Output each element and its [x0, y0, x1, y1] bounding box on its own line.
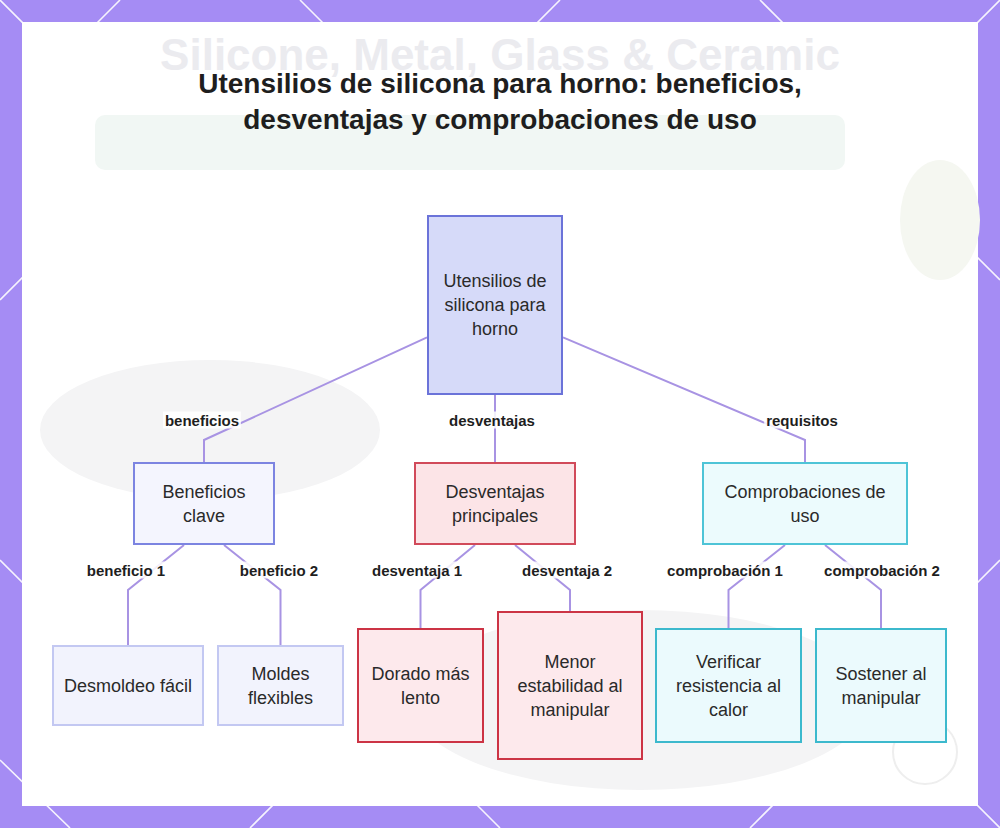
concept-box: Desmoldeo fácil	[52, 645, 204, 726]
connector-line	[128, 545, 184, 645]
concept-box: Dorado más lento	[357, 628, 484, 743]
box-text: Menor estabilidad al manipular	[509, 650, 631, 722]
concept-box: Comprobaciones de uso	[702, 462, 908, 545]
box-text: Dorado más lento	[360, 662, 482, 710]
box-text: Verificar resistencia al calor	[658, 650, 800, 722]
edge-label: requisitos	[764, 412, 840, 429]
connector-line	[224, 545, 281, 645]
edge-label: desventaja 1	[370, 562, 464, 579]
box-text: Desmoldeo fácil	[58, 674, 198, 698]
concept-box: Sostener al manipular	[815, 628, 947, 743]
connector-line	[825, 545, 881, 628]
concept-box: Menor estabilidad al manipular	[497, 611, 643, 760]
diagram-title: Utensilios de silicona para horno: benef…	[150, 66, 850, 138]
concept-box: Moldes flexibles	[217, 645, 344, 726]
box-text: Sostener al manipular	[820, 662, 942, 710]
connector-line	[563, 337, 805, 462]
edge-label: beneficio 2	[238, 562, 320, 579]
edge-label: desventajas	[447, 412, 537, 429]
connector-line	[729, 545, 786, 628]
edge-label: beneficios	[163, 412, 241, 429]
edge-label: comprobación 2	[822, 562, 942, 579]
concept-box: Utensilios de silicona para horno	[427, 215, 563, 395]
edge-label: desventaja 2	[520, 562, 614, 579]
box-text: Utensilios de silicona para horno	[434, 269, 556, 341]
connector-line	[421, 545, 476, 628]
concept-box: Beneficios clave	[133, 462, 275, 545]
concept-box: Desventajas principales	[414, 462, 576, 545]
edge-label: beneficio 1	[85, 562, 167, 579]
box-text: Comprobaciones de uso	[704, 480, 906, 528]
box-text: Desventajas principales	[416, 480, 574, 528]
box-text: Moldes flexibles	[219, 662, 342, 710]
box-text: Beneficios clave	[135, 480, 273, 528]
connector-line	[494, 395, 496, 462]
connector-line	[204, 337, 427, 462]
edge-label: comprobación 1	[665, 562, 785, 579]
concept-box: Verificar resistencia al calor	[655, 628, 802, 743]
